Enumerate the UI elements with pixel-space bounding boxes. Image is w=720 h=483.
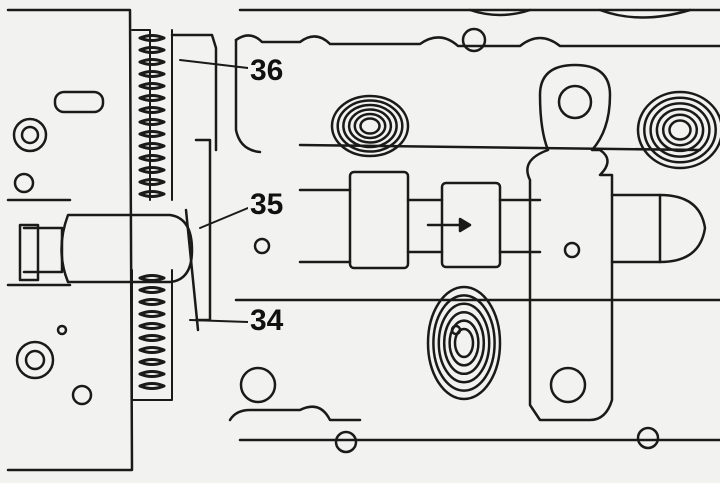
chain-link xyxy=(138,94,166,102)
camshaft xyxy=(298,170,707,270)
left-housing xyxy=(6,8,134,472)
valve-spring xyxy=(426,285,502,401)
chain-link xyxy=(138,142,166,150)
chain-link xyxy=(138,106,166,114)
chain-link xyxy=(138,178,166,186)
chain-link xyxy=(138,382,166,390)
callout-34: 34 xyxy=(248,304,286,337)
valve-spring xyxy=(330,94,410,158)
chain-link xyxy=(138,370,166,378)
chain-link xyxy=(138,166,166,174)
chain-guide xyxy=(170,33,218,332)
valve-spring xyxy=(636,90,720,170)
valve-springs xyxy=(330,90,720,401)
chain-link xyxy=(138,334,166,342)
chain-link xyxy=(138,346,166,354)
chain-link xyxy=(138,310,166,318)
bearing-cap xyxy=(526,63,614,422)
camshaft-nose xyxy=(22,213,194,284)
chain-link xyxy=(138,358,166,366)
callout-35: 35 xyxy=(248,188,286,221)
chain-link xyxy=(138,274,166,282)
chain-link xyxy=(138,130,166,138)
chain-link xyxy=(138,34,166,42)
chain-link xyxy=(138,322,166,330)
chain-link xyxy=(138,154,166,162)
callout-36: 36 xyxy=(248,54,286,87)
leader-lines xyxy=(179,59,249,323)
chain-link xyxy=(138,190,166,198)
chain-link xyxy=(138,46,166,54)
chain-link xyxy=(138,58,166,66)
chain-link xyxy=(138,70,166,78)
timing-chain-links xyxy=(138,34,166,390)
cylinder-head-casting xyxy=(228,8,720,454)
chain-link xyxy=(138,298,166,306)
chain-link xyxy=(138,286,166,294)
chain-link xyxy=(138,118,166,126)
chain-link xyxy=(138,82,166,90)
